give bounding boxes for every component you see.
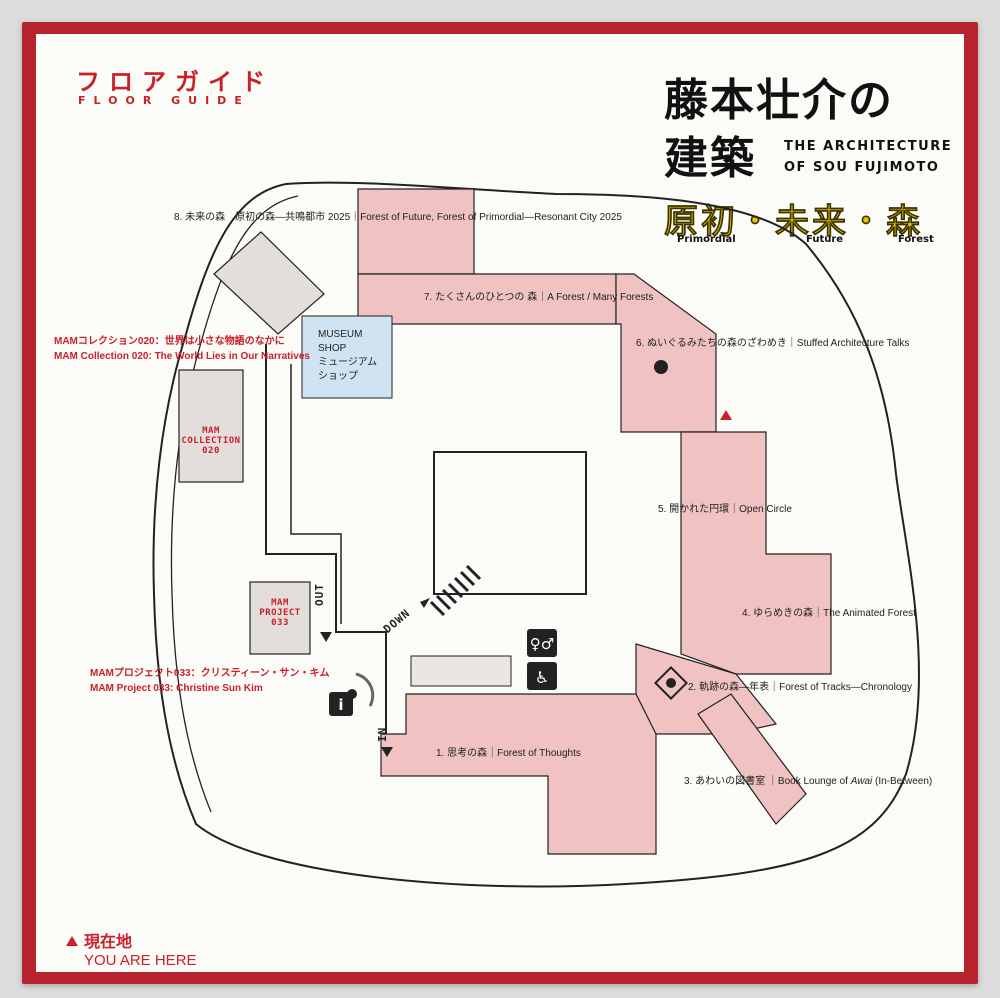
floor-guide-board: フロアガイド FLOOR GUIDE 藤本壮介の 建築 THE ARCHITEC… (22, 22, 978, 984)
exhibit-room-1 (380, 693, 657, 855)
mam-collection-label-jp: MAMコレクション020：世界は小さな物語のなかに (54, 336, 285, 347)
exhibition-title-jp-line2: 建築 (664, 133, 756, 184)
room-label-3: 3. あわいの図書室 ｜Book Lounge of Awai (In-Betw… (684, 776, 933, 787)
reception-arc (355, 672, 375, 707)
corridor-wall-inner (290, 364, 342, 624)
exhibit-room-5-4 (680, 431, 832, 675)
in-arrow-icon (381, 747, 393, 757)
exhibition-title-en-line1: THE ARCHITECTURE (784, 139, 953, 154)
room-label-5: 5. 開かれた円環｜Open Circle (658, 504, 792, 515)
museum-shop-label: MUSEUM SHOP ミュージアム ショップ (318, 329, 378, 382)
room-2-marker (654, 666, 688, 700)
svg-text:♿: ♿ (535, 668, 549, 687)
escalator (429, 564, 482, 617)
accessible-toilet-icon (527, 662, 557, 690)
down-arrow-icon (420, 598, 430, 608)
exhibition-title-en-line2: OF SOU FUJIMOTO (784, 160, 940, 175)
building-outline-inner (170, 195, 299, 813)
subtitle-en-forest: Forest (898, 234, 934, 245)
room-6-marker (654, 360, 668, 374)
room-label-1: 1. 思考の森｜Forest of Thoughts (436, 748, 581, 759)
svg-text:♀♂: ♀♂ (530, 635, 554, 653)
exhibit-room-8 (357, 188, 475, 275)
mam-collection-area (178, 369, 244, 483)
floor-plan: ♀♂ ♿ i (66, 181, 920, 946)
exhibition-title-jp-line1: 藤本壮介の (664, 75, 894, 126)
exhibit-room-3 (697, 693, 807, 825)
exhibit-room-6 (615, 273, 717, 433)
room-label-4: 4. ゆらめきの森｜The Animated Forest (742, 608, 916, 619)
toilet-icon (527, 629, 557, 657)
corridor-lounge (410, 655, 512, 687)
other-gallery-top-left (213, 231, 325, 335)
floor-guide-panel: フロアガイド FLOOR GUIDE 藤本壮介の 建築 THE ARCHITEC… (36, 34, 964, 972)
information-icon (329, 692, 353, 716)
floor-guide-title-jp: フロアガイド (76, 68, 274, 96)
you-are-here-en: YOU ARE HERE (84, 952, 197, 969)
mam-collection-label-en: MAM Collection 020: The World Lies in Ou… (54, 351, 310, 362)
mam-project-label-en: MAM Project 033: Christine Sun Kim (90, 683, 263, 694)
subtitle-en-primordial: Primordial (677, 234, 736, 245)
central-atrium (433, 451, 587, 595)
subtitle-en-future: Future (806, 234, 844, 245)
room-label-2: 2. 軌跡の森—年表｜Forest of Tracks—Chronology (688, 682, 912, 693)
svg-text:i: i (338, 696, 343, 714)
room-label-8: 8. 未来の森 原初の森—共鳴都市 2025｜Forest of Future,… (174, 212, 622, 223)
building-outline (152, 181, 920, 888)
out-label: OUT (313, 583, 326, 606)
in-label: IN (376, 726, 389, 742)
reception-dot (347, 689, 357, 699)
floor-guide-title-en: FLOOR GUIDE (78, 94, 250, 107)
you-are-here-jp: 現在地 (84, 932, 133, 951)
room-label-7: 7. たくさんのひとつの 森｜A Forest / Many Forests (424, 292, 654, 303)
mam-project-area (249, 581, 311, 655)
exhibition-subtitle-jp: 原初・未来・森 (664, 202, 923, 243)
out-arrow-icon (320, 632, 332, 642)
museum-shop-area (301, 315, 393, 399)
mam-project-label-jp: MAMプロジェクト033：クリスティーン・サン・キム (90, 668, 330, 679)
room-label-6: 6. ぬいぐるみたちの森のざわめき｜Stuffed Architecture T… (636, 338, 910, 349)
exhibit-room-7 (357, 273, 617, 347)
